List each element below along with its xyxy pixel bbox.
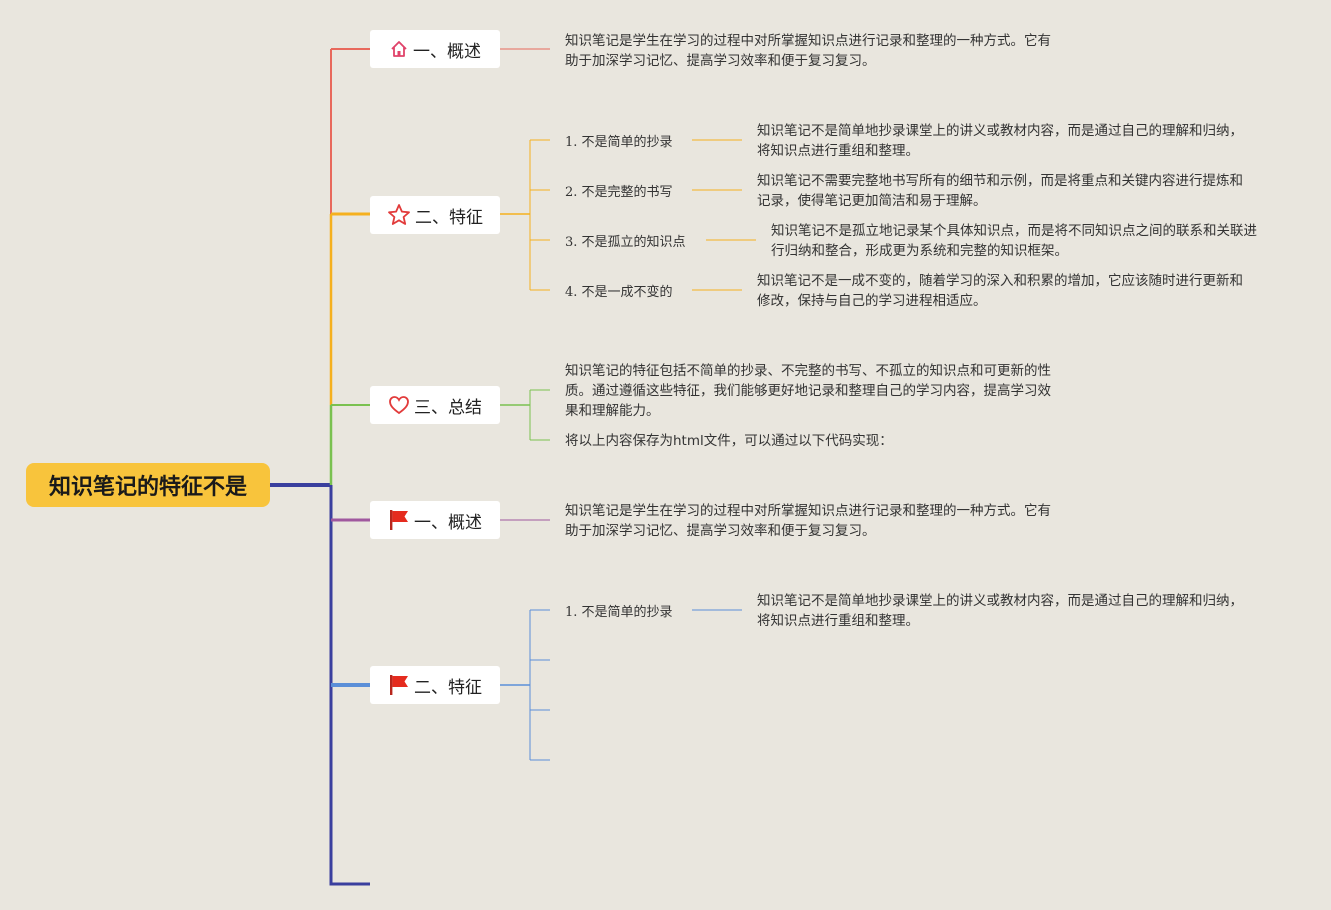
summary-connector xyxy=(530,389,550,441)
topic-label: 三、总结 xyxy=(414,397,482,418)
topic-features-1[interactable]: 二、特征 xyxy=(370,196,500,234)
topic-label: 一、概述 xyxy=(413,41,481,62)
overview2-text[interactable]: 知识笔记是学生在学习的过程中对所掌握知识点进行记录和整理的一种方式。它有助于加深… xyxy=(565,503,1051,539)
topic-label: 二、特征 xyxy=(415,207,483,228)
topic-label: 一、概述 xyxy=(414,512,482,533)
features1-connector xyxy=(692,139,756,291)
feature2-detail-1[interactable]: 知识笔记不是简单地抄录课堂上的讲义或教材内容，而是通过自己的理解和归纳，将知识点… xyxy=(757,593,1243,629)
heart-icon xyxy=(388,395,410,415)
feature1-detail-1[interactable]: 知识笔记不是简单地抄录课堂上的讲义或教材内容，而是通过自己的理解和归纳，将知识点… xyxy=(757,123,1243,159)
topic-label: 二、特征 xyxy=(414,677,482,698)
feature1-subtopic-4[interactable]: 4. 不是一成不变的 xyxy=(565,285,673,300)
topic-overview-1[interactable]: 一、概述 xyxy=(370,30,500,68)
star-icon xyxy=(387,203,411,227)
feature1-subtopic-1[interactable]: 1. 不是简单的抄录 xyxy=(565,135,673,150)
topic-summary[interactable]: 三、总结 xyxy=(370,386,500,424)
summary-note[interactable]: 将以上内容保存为html文件，可以通过以下代码实现： xyxy=(565,433,893,449)
summary-text[interactable]: 知识笔记的特征包括不简单的抄录、不完整的书写、不孤立的知识点和可更新的性质。通过… xyxy=(565,363,1051,419)
feature1-detail-4[interactable]: 知识笔记不是一成不变的，随着学习的深入和积累的增加，它应该随时进行更新和修改，保… xyxy=(757,273,1243,309)
feature1-subtopic-3[interactable]: 3. 不是孤立的知识点 xyxy=(565,235,686,250)
topic-features-2[interactable]: 二、特征 xyxy=(370,666,500,704)
feature2-subtopic-1[interactable]: 1. 不是简单的抄录 xyxy=(565,605,673,620)
features2-connector xyxy=(530,609,550,761)
topic-overview-2[interactable]: 一、概述 xyxy=(370,501,500,539)
flag-icon xyxy=(388,673,410,697)
feature1-subtopic-2[interactable]: 2. 不是完整的书写 xyxy=(565,185,673,200)
feature1-detail-3[interactable]: 知识笔记不是孤立地记录某个具体知识点，而是将不同知识点之间的联系和关联进行归纳和… xyxy=(771,223,1257,259)
flag-icon xyxy=(388,508,410,532)
overview1-text[interactable]: 知识笔记是学生在学习的过程中对所掌握知识点进行记录和整理的一种方式。它有助于加深… xyxy=(565,33,1051,69)
root-topic[interactable]: 知识笔记的特征不是 xyxy=(26,463,270,507)
features1-connector xyxy=(530,139,550,291)
feature1-detail-2[interactable]: 知识笔记不需要完整地书写所有的细节和示例，而是将重点和关键内容进行提炼和记录，使… xyxy=(757,173,1243,209)
trunk-line xyxy=(329,485,370,886)
home-icon xyxy=(389,39,409,59)
